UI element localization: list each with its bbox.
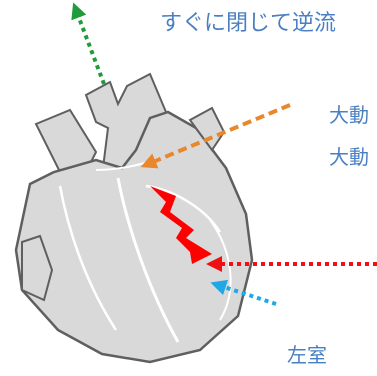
left-ventricle-label: 左室: [287, 345, 327, 365]
heart-illustration: [16, 74, 252, 362]
aorta-label-2: 大動: [329, 147, 369, 167]
top-caption: すぐに閉じて逆流: [160, 13, 336, 35]
green-arrow: [76, 10, 104, 84]
aorta-label-1: 大動: [329, 105, 369, 125]
